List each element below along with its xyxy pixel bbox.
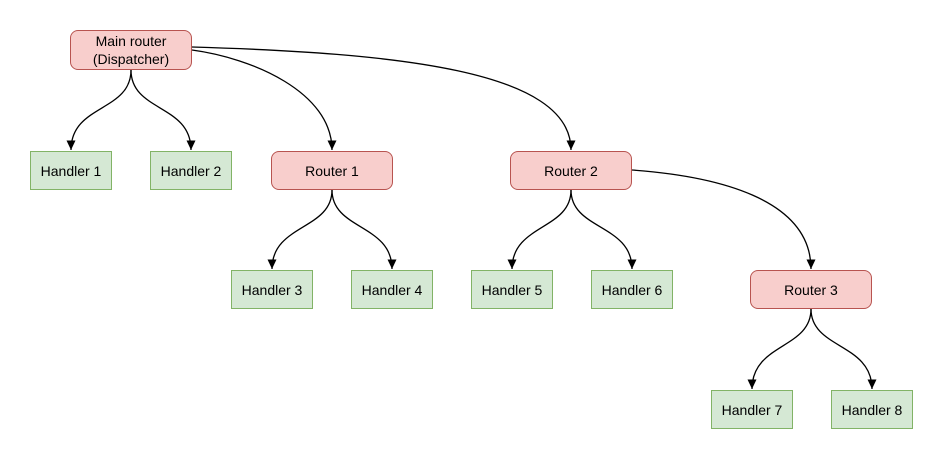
node-router-1-label: Router 1 [305,162,359,179]
node-main-router-label: Main router (Dispatcher) [92,33,170,67]
node-handler-5-label: Handler 5 [481,281,543,298]
node-handler-6: Handler 6 [591,270,673,309]
node-handler-8-label: Handler 8 [841,401,903,418]
node-main-router: Main router (Dispatcher) [70,30,192,70]
edge-router-3-to-handler-7 [747,308,812,390]
node-router-2: Router 2 [510,151,632,190]
node-handler-1: Handler 1 [30,151,112,190]
node-handler-3-label: Handler 3 [241,281,303,298]
node-router-3: Router 3 [750,270,872,309]
edge-router-1-to-handler-4 [331,189,397,270]
edge-router-3-to-handler-8 [810,308,877,390]
node-router-1: Router 1 [271,151,393,190]
node-handler-8: Handler 8 [831,390,913,429]
node-router-2-label: Router 2 [544,162,598,179]
node-handler-1-label: Handler 1 [40,162,102,179]
edge-main-to-router-1 [191,49,337,151]
node-handler-4: Handler 4 [351,270,433,309]
node-handler-6-label: Handler 6 [601,281,663,298]
edge-main-to-router-2 [191,46,576,151]
edge-router-2-to-router-3 [631,169,816,270]
node-handler-2-label: Handler 2 [160,162,222,179]
edge-router-2-to-handler-5 [507,189,572,270]
edge-router-1-to-handler-3 [267,189,333,270]
edge-main-to-handler-2 [130,69,196,151]
node-handler-7: Handler 7 [711,390,793,429]
edge-main-to-handler-1 [66,69,132,151]
node-handler-7-label: Handler 7 [721,401,783,418]
node-handler-4-label: Handler 4 [361,281,423,298]
node-handler-2: Handler 2 [150,151,232,190]
node-router-3-label: Router 3 [784,281,838,298]
node-handler-3: Handler 3 [231,270,313,309]
edge-router-2-to-handler-6 [570,189,637,270]
node-handler-5: Handler 5 [471,270,553,309]
